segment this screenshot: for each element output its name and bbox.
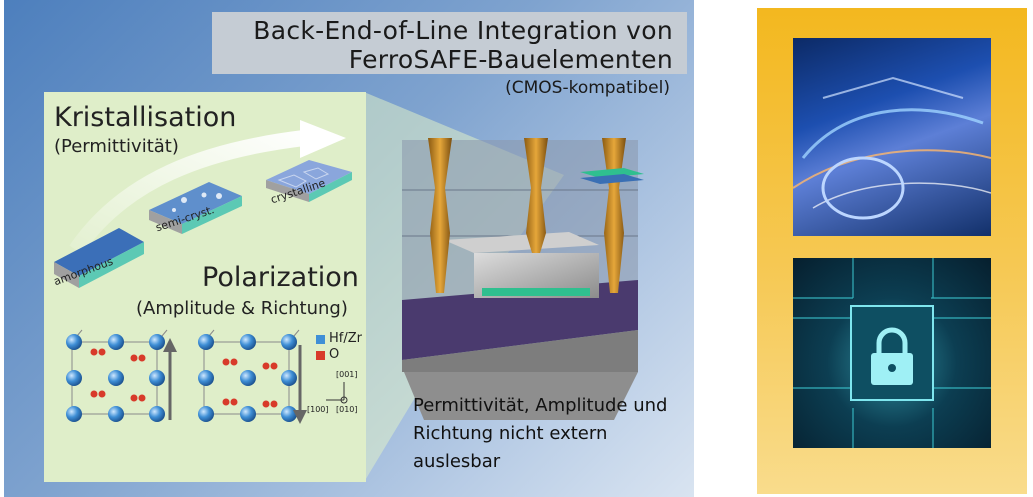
- legend-swatch-o: [316, 351, 325, 360]
- car-illustration: [793, 76, 991, 220]
- crystal-structure-up: [66, 329, 168, 422]
- arrow-head: [300, 120, 346, 158]
- crystal-structure-down: [198, 329, 300, 422]
- crystallization-subheading: (Permittivität): [54, 136, 179, 157]
- legend-swatch-hfzr: [316, 335, 325, 344]
- sample-semi-crystalline: [149, 182, 242, 234]
- security-chip-image: [793, 258, 991, 448]
- title-box: Back-End-of-Line Integration von FerroSA…: [212, 12, 687, 74]
- polarization-up-arrow: [163, 338, 177, 420]
- crystallization-arrow: [69, 130, 305, 255]
- axis-label-x: [100]: [307, 405, 329, 414]
- main-panel: Back-End-of-Line Integration von FerroSA…: [4, 0, 694, 497]
- polarization-heading: Polarization: [202, 262, 359, 293]
- device-cross-section: [402, 138, 644, 420]
- title-line-2: FerroSAFE-Bauelementen: [348, 45, 673, 74]
- legend-label-o: O: [329, 347, 340, 362]
- diagram-graphics: [54, 92, 644, 482]
- title-line-1: Back-End-of-Line Integration von: [253, 16, 673, 45]
- chip-lock-illustration: [793, 258, 991, 448]
- crystallization-heading: Kristallisation: [54, 102, 237, 133]
- axis-label-y: [010]: [336, 405, 358, 414]
- axis-glyph: [326, 382, 348, 404]
- application-panel: [757, 8, 1027, 494]
- readout-note: Permittivität, Amplitude und Richtung ni…: [413, 395, 668, 472]
- automotive-image: [793, 38, 991, 236]
- legend-label-hfzr: Hf/Zr: [329, 331, 362, 346]
- sample-crystalline: [266, 160, 352, 202]
- polarization-down-arrow: [293, 345, 307, 424]
- axis-label-z: [001]: [336, 370, 358, 379]
- sample-amorphous: [54, 228, 144, 288]
- polarization-subheading: (Amplitude & Richtung): [136, 298, 348, 319]
- subtitle: (CMOS-kompatibel): [505, 78, 670, 98]
